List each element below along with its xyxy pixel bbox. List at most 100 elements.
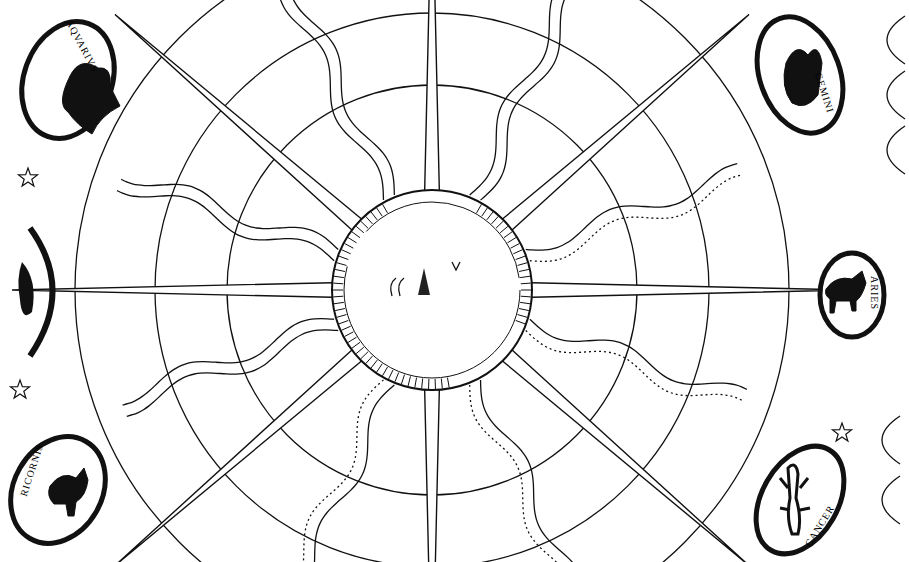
disc-hatch xyxy=(422,379,423,389)
disc-hatch xyxy=(345,244,354,249)
disc-hatch xyxy=(342,250,351,254)
wavy-ray xyxy=(481,0,570,200)
disc-hatch xyxy=(361,221,368,228)
disc-hatch xyxy=(337,315,347,318)
disc-hatch xyxy=(352,232,360,238)
disc-hatch xyxy=(519,269,529,271)
wavy-ray xyxy=(127,330,338,416)
disc-hatch xyxy=(518,263,528,266)
zodiac-medallion: CANCER xyxy=(758,438,842,562)
disc-hatch xyxy=(361,352,368,359)
disc-hatch xyxy=(408,376,410,386)
star xyxy=(832,423,851,441)
medallion-outline xyxy=(756,11,844,139)
disc-hatch xyxy=(507,238,515,243)
sun-disc xyxy=(332,190,532,390)
disc-hatch xyxy=(377,364,383,372)
disc-hatch xyxy=(371,360,377,368)
cloud-arc xyxy=(887,71,905,119)
disc-hatch xyxy=(521,296,531,298)
disc-hatch xyxy=(348,337,356,342)
wavy-ray xyxy=(121,179,338,249)
disc-hatch xyxy=(500,226,508,232)
disc-hatch xyxy=(496,221,503,228)
disc-hatch xyxy=(371,212,377,220)
sun-inner-ring xyxy=(344,202,520,378)
star xyxy=(10,380,29,398)
zodiac-figure xyxy=(780,465,810,534)
zodiac-figure xyxy=(826,271,867,313)
disc-hatch xyxy=(334,302,344,303)
disc-hatch xyxy=(441,379,442,389)
disc-hatch xyxy=(366,356,373,363)
cloud-arc xyxy=(882,476,900,524)
wavy-ray xyxy=(117,191,334,261)
straight-ray xyxy=(502,14,749,230)
disc-hatch xyxy=(356,226,364,232)
straight-ray xyxy=(425,390,440,562)
wavy-ray xyxy=(305,385,394,562)
disc-hatch xyxy=(377,208,383,216)
star xyxy=(18,168,37,186)
disc-hatch xyxy=(342,326,351,330)
disc-hatch xyxy=(415,378,417,388)
disc-hatch xyxy=(428,379,429,389)
medallion-rim xyxy=(0,420,124,561)
disc-hatch xyxy=(348,238,356,243)
flame-symbol xyxy=(391,278,404,296)
wavy-ray xyxy=(481,380,585,562)
wavy-ray xyxy=(290,0,394,195)
disc-hatch xyxy=(518,315,528,318)
disc-hatch xyxy=(447,378,449,388)
disc-hatch xyxy=(335,269,345,271)
disc-hatch xyxy=(520,302,530,303)
zodiac-medallion: ARIES xyxy=(816,249,888,341)
disc-hatch xyxy=(389,370,393,379)
disc-hatch xyxy=(401,375,404,385)
disc-hatch xyxy=(334,276,344,277)
disc-hatch xyxy=(339,256,348,259)
wavy-ray xyxy=(280,0,384,200)
disc-hatch xyxy=(335,309,345,311)
disc-hatch xyxy=(333,283,343,285)
disc-hatch xyxy=(511,244,520,249)
disc-hatch xyxy=(477,204,482,213)
tree-symbol xyxy=(418,268,430,295)
wavy-ray xyxy=(530,319,747,389)
disc-hatch xyxy=(516,256,525,259)
straight-ray xyxy=(425,0,440,190)
disc-hatch xyxy=(366,216,373,223)
disc-hatch xyxy=(487,212,493,220)
medallion-rim xyxy=(742,5,858,145)
zodiac-medallion: GEMINI xyxy=(756,11,844,139)
disc-hatch xyxy=(383,367,388,376)
disc-hatch xyxy=(521,283,531,285)
fish-silhouette xyxy=(18,262,33,315)
disc-hatch xyxy=(383,204,388,213)
disc-hatch xyxy=(352,342,360,348)
medallion-outline xyxy=(20,16,116,144)
disc-hatch xyxy=(521,290,531,291)
wavy-ray xyxy=(470,385,574,562)
wavy-ray xyxy=(526,164,737,250)
straight-ray xyxy=(502,350,749,562)
disc-hatch xyxy=(482,208,488,216)
cloud-arc xyxy=(887,126,905,174)
disc-hatch xyxy=(516,320,525,323)
disc-hatch xyxy=(395,373,399,382)
disc-hatch xyxy=(333,290,343,291)
zodiac-medallion: RICORNIS xyxy=(10,430,106,550)
wavy-ray xyxy=(530,175,741,261)
disc-hatch xyxy=(520,276,530,277)
zodiac-medallion: AQVARIVS xyxy=(20,16,116,144)
disc-hatch xyxy=(339,320,348,323)
medallion-rim xyxy=(820,253,884,337)
bird-symbol xyxy=(452,262,460,270)
disc-hatch xyxy=(513,250,522,254)
cloud-arc xyxy=(887,16,905,64)
wavy-ray xyxy=(470,0,559,195)
zodiac-figure xyxy=(49,468,88,516)
disc-hatch xyxy=(492,216,499,223)
sign-name: ARIES xyxy=(869,276,879,310)
disc-hatch xyxy=(337,263,347,266)
